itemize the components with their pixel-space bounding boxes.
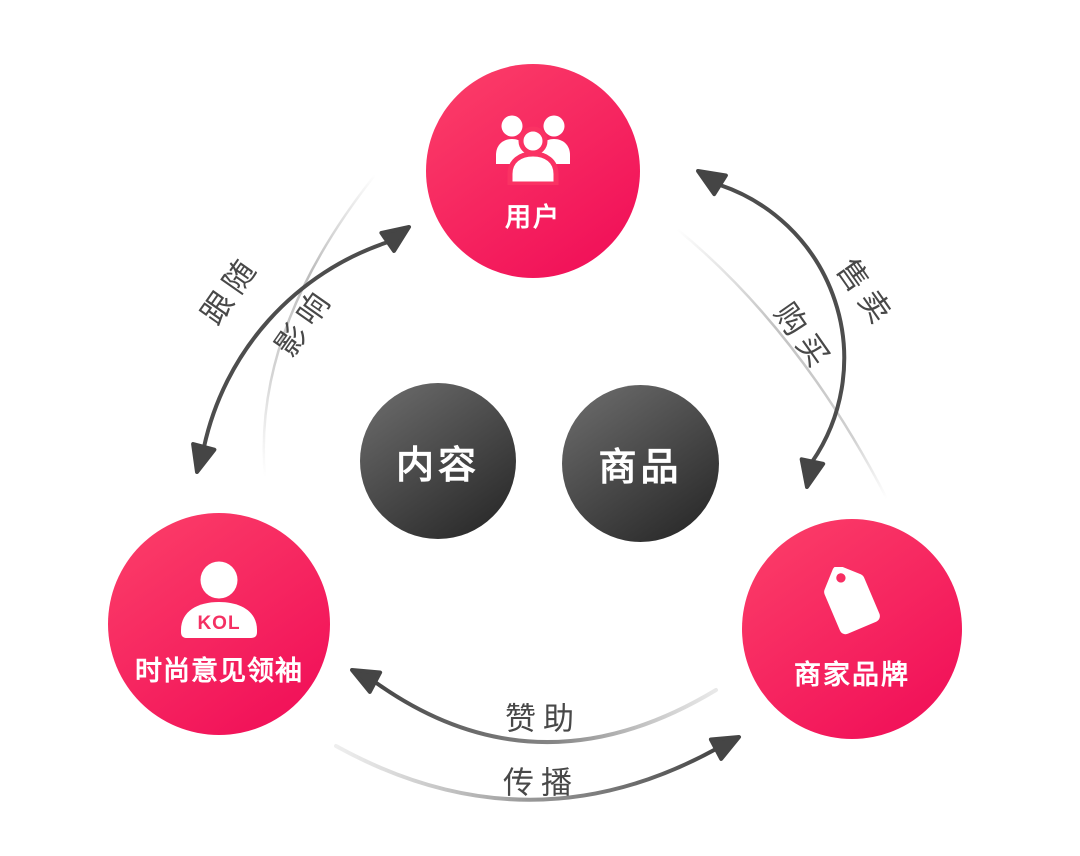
arrowhead-buy <box>794 457 826 492</box>
edge-label-sponsor: 赞助 <box>505 701 581 737</box>
node-kol-label: 时尚意见领袖 <box>135 655 303 686</box>
arrowhead-follow <box>184 442 217 477</box>
node-kol: KOL 时尚意见领袖 <box>108 513 330 735</box>
users-group-icon <box>494 109 572 186</box>
arrow-follow-influence <box>202 240 390 449</box>
arrowhead-sell <box>690 159 728 197</box>
arrowhead-spread <box>711 727 744 759</box>
kol-person-icon: KOL <box>179 561 259 639</box>
node-product-label: 商品 <box>598 447 683 489</box>
arrow-sponsor <box>373 680 718 744</box>
node-brand-label: 商家品牌 <box>794 659 910 690</box>
arrow-spread <box>334 744 718 802</box>
node-content: 内容 <box>360 383 516 539</box>
arrowhead-influence <box>379 215 418 253</box>
edge-label-spread: 传播 <box>503 765 579 801</box>
node-content-label: 内容 <box>395 444 480 487</box>
price-tag-icon <box>815 565 889 641</box>
node-brand: 商家品牌 <box>742 519 962 739</box>
decorative-arc-left <box>262 173 377 479</box>
node-user-label: 用户 <box>504 201 561 232</box>
node-product: 商品 <box>562 385 719 542</box>
node-user: 用户 <box>426 64 640 278</box>
kol-badge: KOL <box>197 613 240 634</box>
arrow-sell-buy <box>718 183 847 464</box>
arrowhead-sponsor <box>347 660 380 692</box>
decorative-arc-right <box>675 227 889 501</box>
